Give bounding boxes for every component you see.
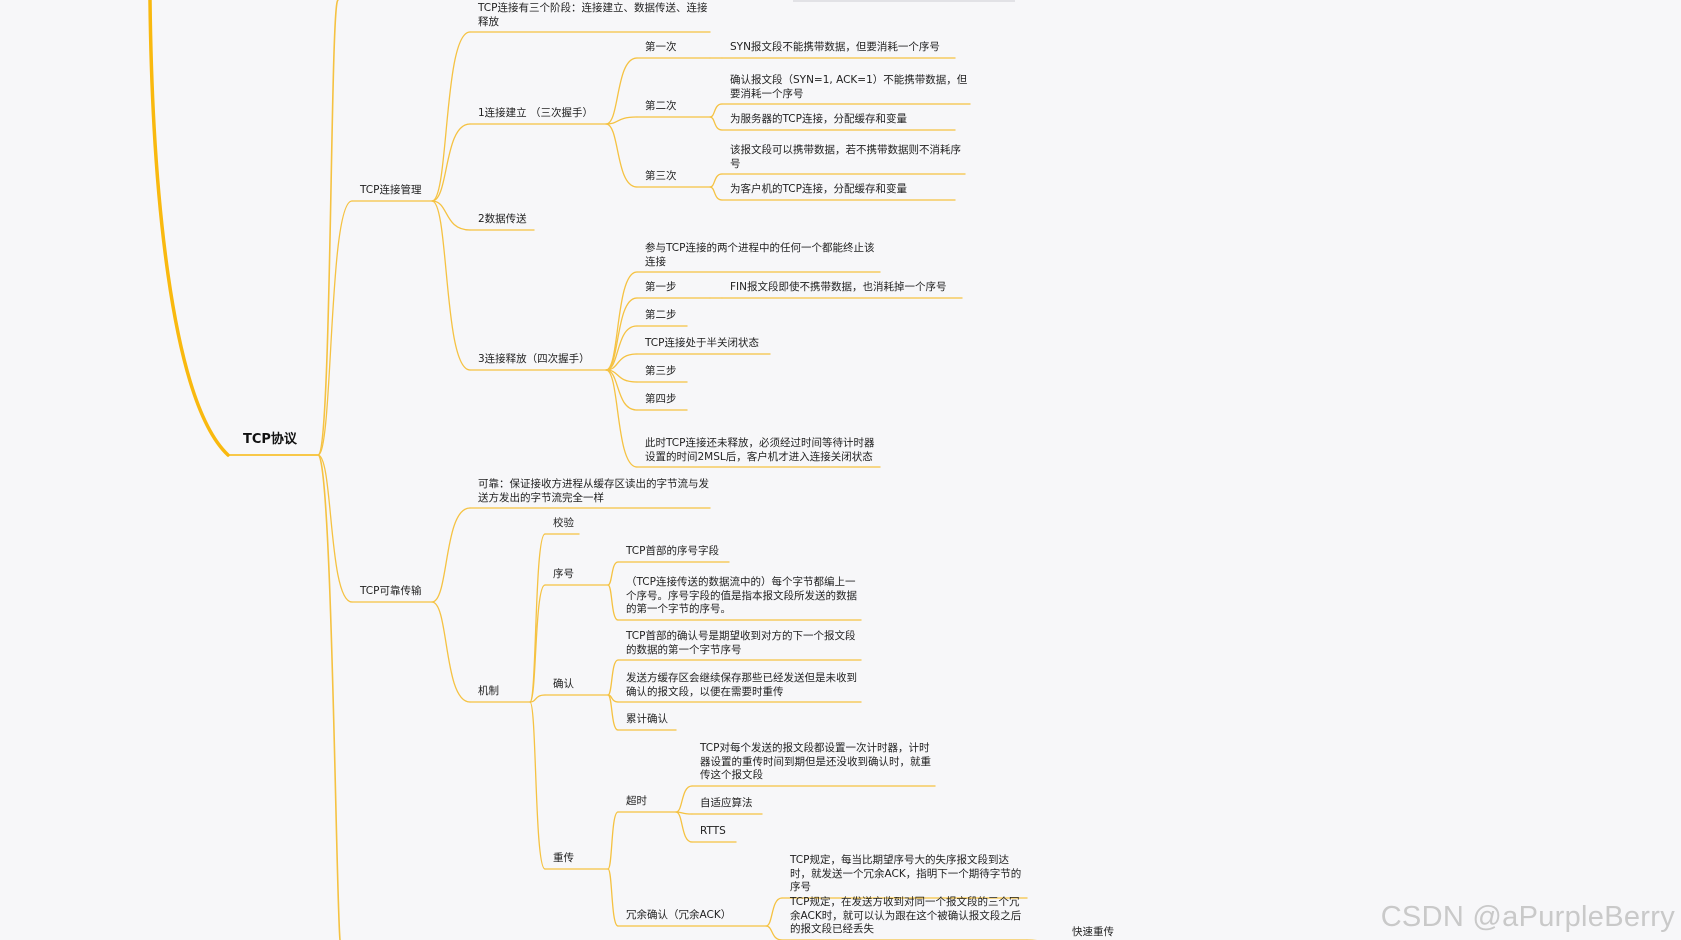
node-second-d1[interactable]: 确认报文段（SYN=1, ACK=1）不能携带数据，但要消耗一个序号 [730,74,968,100]
node-rel-step2[interactable]: 第二步 [645,309,677,321]
edge-timeout_d1 [675,785,693,813]
node-dupack-d1[interactable]: TCP规定，每当比期望序号大的失序报文段到达时，就发送一个冗余ACK，指明下一个… [790,854,1022,893]
edge-second_d2 [709,116,723,131]
edge-release [431,200,471,371]
node-timeout-d1[interactable]: TCP对每个发送的报文段都设置一次计时器，计时器设置的重传时间到期但是还没收到确… [700,742,931,781]
edge-first [605,57,638,125]
node-rel-half[interactable]: TCP连接处于半关闭状态 [645,337,759,349]
node-release[interactable]: 3连接释放（四次握手） [478,353,590,365]
edge-rel_step4 [605,369,638,411]
edge-retrans [529,701,546,870]
node-dupack[interactable]: 冗余确认（冗余ACK） [626,909,732,921]
edge-dupack_d1 [765,897,783,927]
edge-rel_step1 [605,297,638,371]
node-first[interactable]: 第一次 [645,41,677,53]
node-ack-d1[interactable]: TCP首部的确认号是期望收到对方的下一个报文段的数据的第一个字节序号 [626,630,856,656]
node-transfer[interactable]: 2数据传送 [478,213,527,225]
node-establish[interactable]: 1连接建立 （三次握手） [478,107,594,119]
edge-rel_step2 [605,325,638,371]
node-mechanism[interactable]: 机制 [478,685,499,697]
node-rel-step4[interactable]: 第四步 [645,393,677,405]
node-rel-step3[interactable]: 第三步 [645,365,677,377]
node-ack-d3[interactable]: 累计确认 [626,713,668,725]
watermark: CSDN @aPurpleBerry [1380,901,1675,933]
edge-rel_half [605,353,638,371]
edge-seq_d1 [607,561,619,586]
node-ack-d2[interactable]: 发送方缓存区会继续保存那些已经发送但是未收到确认的报文段，以便在需要时重传 [626,672,857,698]
node-second-d2[interactable]: 为服务器的TCP连接，分配缓存和变量 [730,113,907,125]
node-rel-def[interactable]: 可靠：保证接收方进程从缓存区读出的字节流与发送方发出的字节流完全一样 [478,478,709,504]
node-ack[interactable]: 确认 [553,678,574,690]
node-intro[interactable]: TCP连接有三个阶段：连接建立、数据传送、连接释放 [478,2,708,28]
edge-seq_d2 [607,584,619,621]
edge-reliable [317,454,353,603]
node-first-d[interactable]: SYN报文段不能携带数据，但要消耗一个序号 [730,41,940,53]
node-timeout[interactable]: 超时 [626,795,647,807]
node-third-d1[interactable]: 该报文段可以携带数据，若不携带数据则不消耗序号 [730,144,961,170]
edge-seq [529,584,546,703]
top-divider [793,0,1015,2]
node-rel-n1[interactable]: 参与TCP连接的两个进程中的任何一个都能终止该连接 [645,242,875,268]
node-rel-end[interactable]: 此时TCP连接还未释放，必须经过时间等待计时器设置的时间2MSL后，客户机才进入… [645,437,875,463]
edge-establish [431,123,471,202]
node-rel-step1-d[interactable]: FIN报文段即使不携带数据，也消耗掉一个序号 [730,281,947,293]
edge-dupack [607,868,619,927]
node-seq-d2[interactable]: （TCP连接传送的数据流中的）每个字节都编上一个序号。序号字段的值是指本报文段所… [626,576,857,615]
node-timeout-d2[interactable]: 自适应算法 [700,797,753,809]
edge-mechanism [431,601,471,703]
node-second[interactable]: 第二次 [645,100,677,112]
node-seq-d1[interactable]: TCP首部的序号字段 [626,545,719,557]
node-fast[interactable]: 快速重传 [1072,926,1114,938]
node-seq[interactable]: 序号 [553,568,574,580]
trunk-down [317,454,341,940]
edge-second_d1 [709,103,723,118]
edge-intro [431,31,471,202]
node-third-d2[interactable]: 为客户机的TCP连接，分配缓存和变量 [730,183,907,195]
edge-third_d1 [709,173,723,188]
edge-timeout [607,811,619,870]
node-conn-mgmt[interactable]: TCP连接管理 [360,184,422,196]
node-timeout-d3[interactable]: RTTS [700,825,726,837]
edge-conn_mgmt [317,200,353,456]
node-retrans[interactable]: 重传 [553,852,574,864]
node-dupack-d2[interactable]: TCP规定，在发送方收到对同一个报文段的三个冗余ACK时，就可以认为跟在这个被确… [790,896,1022,935]
node-third[interactable]: 第三次 [645,170,677,182]
trunk-up [317,0,339,456]
node-reliable[interactable]: TCP可靠传输 [360,585,422,597]
edge-third [605,123,638,188]
node-rel-step1[interactable]: 第一步 [645,281,677,293]
edge-third_d2 [709,186,723,201]
edge-ack_d3 [607,694,619,731]
root-branch-top [148,0,230,457]
edge-ack [529,694,546,703]
edge-ack_d1 [607,659,619,696]
edge-timeout_d3 [675,811,693,843]
edge-second [605,116,638,125]
edge-dupack_d2 [765,925,783,940]
edge-transfer [431,200,471,231]
edge-rel_n1 [605,271,638,371]
root-node[interactable]: TCP协议 [243,432,297,447]
node-checksum[interactable]: 校验 [553,517,574,529]
edge-rel_def [431,507,471,603]
edge-rel_end [605,369,638,468]
